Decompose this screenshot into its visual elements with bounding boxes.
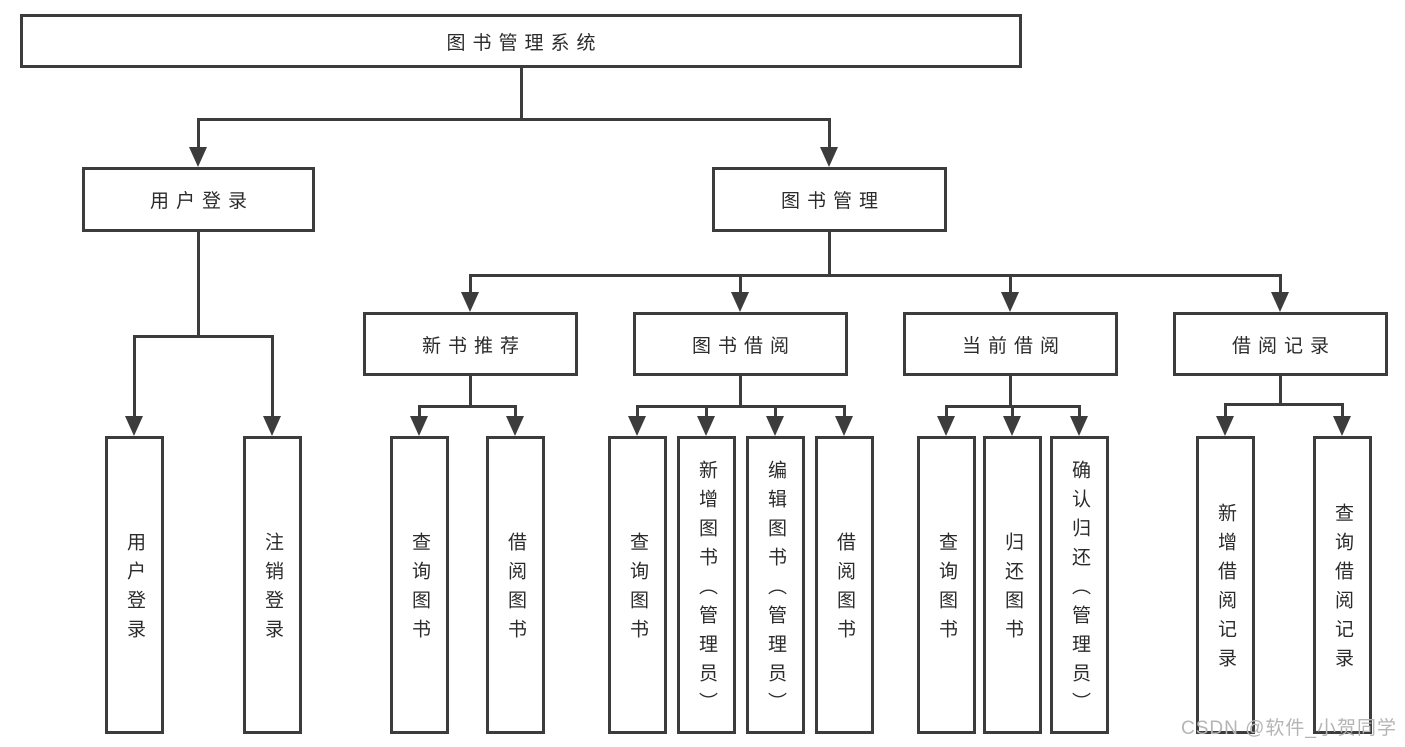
leaf-label: 借阅图书 [505, 532, 526, 648]
node-borrowing-records: 借阅记录 [1173, 312, 1388, 376]
connector-line [636, 405, 846, 408]
connector-line [418, 405, 517, 408]
node-label: 用户登录 [149, 191, 254, 212]
leaf-edit-book-admin: 编辑图书（管理员） [746, 436, 805, 734]
arrow-down-icon [697, 416, 715, 436]
arrow-down-icon [628, 416, 646, 436]
leaf-label: 查询图书 [409, 532, 430, 648]
arrow-down-icon [937, 416, 955, 436]
connector-line [636, 405, 639, 418]
node-label: 图书管理 [780, 191, 885, 212]
leaf-query-books-borrowing: 查询图书 [608, 436, 667, 734]
connector-line [1341, 403, 1344, 418]
connector-line [469, 376, 472, 408]
connector-line [1011, 405, 1014, 418]
arrow-down-icon [189, 147, 207, 167]
leaf-label: 归还图书 [1002, 532, 1023, 648]
leaf-label: 新增借阅记录 [1215, 503, 1236, 677]
connector-line [520, 68, 523, 121]
connector-line [945, 405, 948, 418]
leaf-return-books: 归还图书 [983, 436, 1042, 734]
arrow-down-icon [1001, 292, 1019, 312]
connector-line [271, 335, 274, 418]
connector-line [1009, 376, 1012, 408]
arrow-down-icon [766, 416, 784, 436]
node-label: 新书推荐 [421, 335, 526, 357]
connector-line [469, 274, 1282, 277]
leaf-add-book-admin: 新增图书（管理员） [677, 436, 736, 734]
leaf-label: 新增图书（管理员） [696, 459, 717, 721]
leaf-logout: 注销登录 [243, 436, 302, 734]
arrow-down-icon [506, 416, 524, 436]
leaf-query-books-recommend: 查询图书 [390, 436, 449, 734]
node-book-management: 图书管理 [712, 167, 947, 232]
connector-line [197, 118, 200, 149]
connector-line [828, 232, 831, 277]
arrow-down-icon [1333, 416, 1351, 436]
node-user-login: 用户登录 [82, 167, 315, 232]
node-label: 图书管理系统 [446, 32, 603, 54]
leaf-label: 查询图书 [627, 532, 648, 648]
arrow-down-icon [731, 292, 749, 312]
node-book-borrowing: 图书借阅 [633, 312, 848, 376]
node-new-book-recommendation: 新书推荐 [363, 312, 578, 376]
connector-line [1224, 403, 1344, 406]
connector-line [739, 376, 742, 408]
connector-line [1279, 376, 1282, 406]
arrow-down-icon [410, 416, 428, 436]
leaf-label: 确认归还（管理员） [1069, 459, 1090, 721]
connector-line [197, 118, 831, 121]
connector-line [133, 335, 136, 418]
connector-line [705, 405, 708, 418]
connector-line [739, 274, 742, 294]
connector-line [774, 405, 777, 418]
leaf-add-borrow-record: 新增借阅记录 [1196, 436, 1255, 734]
connector-line [197, 232, 200, 338]
connector-line [1009, 274, 1012, 294]
leaf-label: 查询图书 [936, 532, 957, 648]
arrow-down-icon [1271, 292, 1289, 312]
node-root-library-system: 图书管理系统 [20, 14, 1022, 68]
node-label: 借阅记录 [1231, 335, 1336, 357]
connector-line [1078, 405, 1081, 418]
connector-line [828, 118, 831, 149]
leaf-confirm-return-admin: 确认归还（管理员） [1050, 436, 1109, 734]
leaf-label: 注销登录 [262, 532, 283, 648]
arrow-down-icon [820, 147, 838, 167]
leaf-query-borrow-record: 查询借阅记录 [1313, 436, 1372, 734]
leaf-label: 编辑图书（管理员） [765, 459, 786, 721]
connector-line [469, 274, 472, 294]
connector-line [1224, 403, 1227, 418]
node-label: 图书借阅 [691, 335, 796, 357]
node-label: 当前借阅 [961, 335, 1066, 357]
connector-line [843, 405, 846, 418]
connector-line [514, 405, 517, 418]
csdn-watermark: CSDN @软件_小贺同学 [1181, 718, 1397, 739]
leaf-user-login: 用户登录 [105, 436, 164, 734]
leaf-label: 用户登录 [124, 532, 145, 648]
connector-line [1279, 274, 1282, 294]
leaf-label: 借阅图书 [834, 532, 855, 648]
arrow-down-icon [125, 416, 143, 436]
arrow-down-icon [835, 416, 853, 436]
arrow-down-icon [1216, 416, 1234, 436]
connector-line [418, 405, 421, 418]
node-current-borrowing: 当前借阅 [903, 312, 1118, 376]
arrow-down-icon [461, 292, 479, 312]
connector-line [133, 335, 274, 338]
leaf-borrow-books-recommend: 借阅图书 [486, 436, 545, 734]
arrow-down-icon [1070, 416, 1088, 436]
leaf-query-books-current: 查询图书 [917, 436, 976, 734]
leaf-label: 查询借阅记录 [1332, 503, 1353, 677]
leaf-borrow-books-borrowing: 借阅图书 [815, 436, 874, 734]
arrow-down-icon [263, 416, 281, 436]
arrow-down-icon [1003, 416, 1021, 436]
